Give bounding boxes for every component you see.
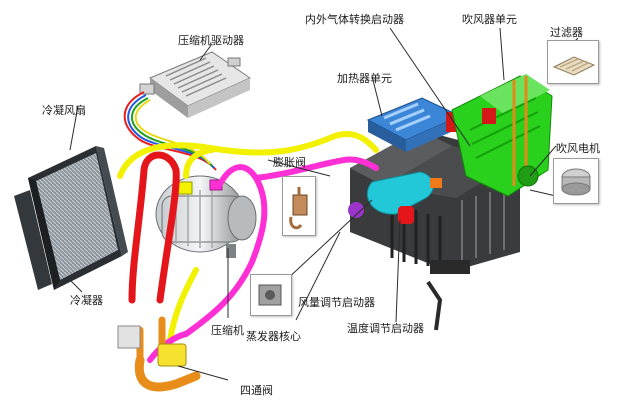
label-expansion-valve: 膨胀阀 (273, 156, 306, 169)
label-filter: 过滤器 (550, 26, 583, 39)
blower-motor-callout (553, 158, 599, 204)
label-blower-unit: 吹风器单元 (462, 13, 517, 26)
heater-unit (366, 97, 462, 152)
blower-motor-icon (561, 168, 591, 196)
label-four-way-valve: 四通阀 (240, 384, 273, 397)
label-compressor: 压缩机 (211, 324, 244, 337)
label-heater-unit: 加热器单元 (337, 72, 392, 85)
blower-housing (451, 74, 553, 197)
label-air-switch-actuator: 内外气体转换启动器 (305, 13, 404, 26)
refrigerant-pipes (117, 131, 379, 392)
label-air-volume-actuator: 风量调节启动器 (298, 296, 375, 309)
label-condenser: 冷凝器 (70, 294, 103, 307)
label-compressor-driver: 压缩机驱动器 (178, 34, 244, 47)
label-temperature-actuator: 温度调节启动器 (347, 322, 424, 335)
label-evaporator-core: 蒸发器核心 (246, 330, 301, 343)
compressor-driver-module (139, 51, 252, 118)
actuator-icon (258, 284, 282, 306)
label-blower-motor: 吹风电机 (556, 142, 600, 155)
air-volume-actuator-callout (250, 274, 292, 316)
filter-icon (552, 56, 596, 76)
filter-callout (547, 40, 599, 84)
expansion-valve-icon (289, 187, 308, 230)
four-way-valve (117, 325, 187, 367)
label-condenser-fan: 冷凝风扇 (42, 104, 86, 117)
condenser (14, 146, 128, 290)
expansion-valve-callout (282, 176, 316, 236)
